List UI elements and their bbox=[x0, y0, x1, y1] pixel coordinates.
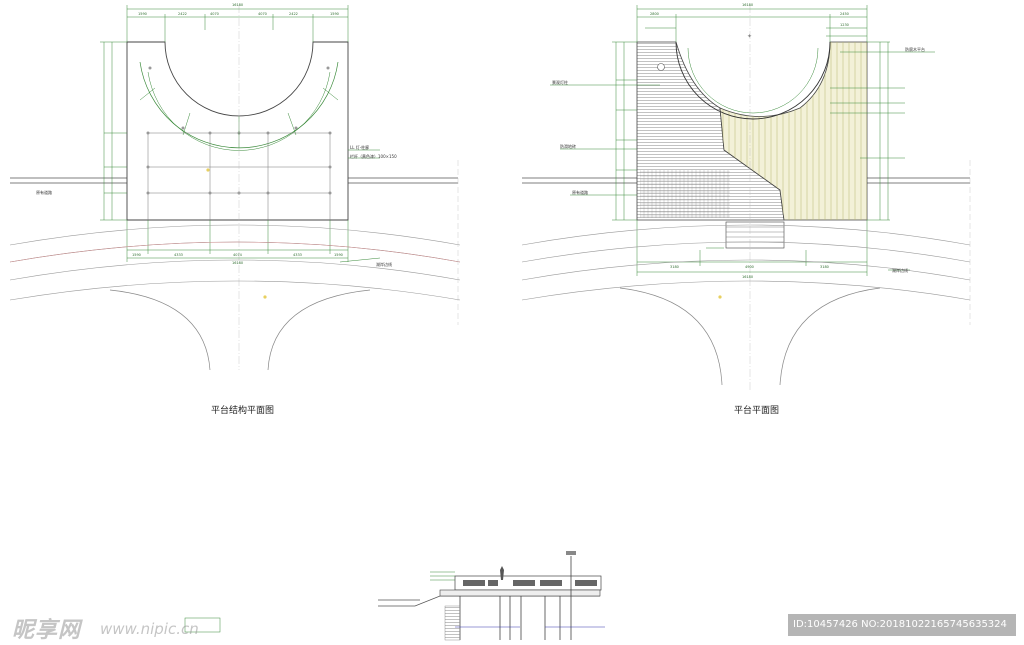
dim-left-bottom-total: 16180 bbox=[232, 261, 244, 265]
right-note-2: 防腐木平台 bbox=[905, 47, 925, 52]
dim-left-bottom-5: 1590 bbox=[334, 253, 343, 257]
dim-left-top-6: 1590 bbox=[330, 12, 339, 16]
dim-right-bottom-2: 4900 bbox=[745, 265, 754, 269]
section-view bbox=[184, 551, 605, 641]
dim-left-bottom-2: 4333 bbox=[174, 253, 183, 257]
dim-left-total: 16180 bbox=[232, 3, 244, 7]
right-note-3: 防滑地砖 bbox=[560, 144, 576, 149]
svg-text:✦: ✦ bbox=[747, 33, 752, 40]
dim-left-top-3: 4070 bbox=[210, 12, 219, 16]
right-plan-caption: 平台平面图 bbox=[734, 406, 780, 416]
dim-left-top-5: 2422 bbox=[289, 12, 298, 16]
watermark-brand: 昵享网 bbox=[12, 618, 82, 643]
dim-right-top-2: 2450 bbox=[840, 12, 849, 16]
dim-right-top-1: 2800 bbox=[650, 12, 659, 16]
dim-right-total: 16180 bbox=[742, 3, 754, 7]
left-note-2: 栏杆（黄色漆）100×150 bbox=[350, 154, 397, 159]
watermark-url: www.nipic.cn bbox=[100, 620, 199, 638]
dim-right-bottom-total: 16180 bbox=[742, 275, 754, 279]
dim-left-top-2: 2422 bbox=[178, 12, 187, 16]
image-id-bar: ID:10457426 NO:20181022165745635324 bbox=[788, 614, 1016, 636]
dim-left-top-4: 4070 bbox=[258, 12, 267, 16]
left-note-3: 原有道路 bbox=[36, 190, 52, 195]
left-note-4: 湖岸边线 bbox=[376, 262, 392, 267]
right-note-4: 原有道路 bbox=[572, 190, 588, 195]
dim-left-bottom-1: 1590 bbox=[132, 253, 141, 257]
dim-left-bottom-4: 4333 bbox=[293, 253, 302, 257]
left-plan-caption: 平台结构平面图 bbox=[211, 406, 275, 416]
right-note-1: 景观灯柱 bbox=[552, 80, 568, 85]
right-plan: ✦ bbox=[521, 5, 971, 390]
dim-right-bottom-1: 3180 bbox=[670, 265, 679, 269]
right-note-5: 湖岸边线 bbox=[892, 268, 908, 273]
dim-left-top-1: 1590 bbox=[138, 12, 147, 16]
dim-right-top-3: 1230 bbox=[840, 23, 849, 27]
dim-left-bottom-3: 4074 bbox=[233, 253, 242, 257]
dim-right-bottom-3: 3180 bbox=[820, 265, 829, 269]
left-note-1: LL 灯-柱廊 bbox=[350, 145, 370, 150]
left-plan bbox=[9, 5, 461, 371]
